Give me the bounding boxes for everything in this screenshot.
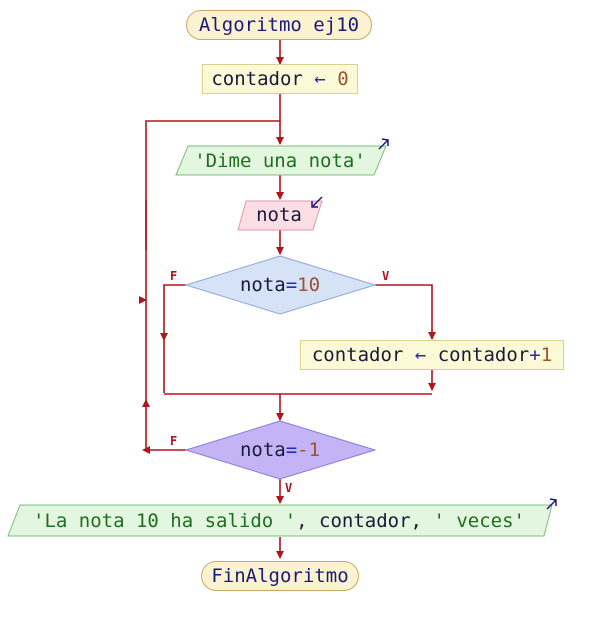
branch-true-label: V [382, 269, 389, 283]
branch-false-label: F [170, 269, 177, 283]
output-arrow-icon [378, 138, 389, 150]
assign-increment: contador ← contador+1 [300, 340, 564, 370]
inc-var: contador [311, 344, 404, 366]
inc-expr-op: + [529, 344, 541, 366]
decision1-text: nota=10 [240, 274, 320, 296]
output-prompt-text: 'Dime una nota' [194, 150, 366, 172]
init-val: 0 [337, 68, 349, 90]
input-arrow-icon [311, 196, 323, 208]
init-arrow: ← [314, 68, 326, 90]
init-var: contador [211, 68, 303, 90]
decision-nota-minus1 [184, 420, 377, 480]
inc-arrow: ← [414, 344, 427, 366]
start-terminal: Algoritmo ej10 [186, 10, 372, 40]
loop-false-label: F [170, 434, 177, 448]
output-arrow-icon [546, 498, 557, 510]
inc-expr-var: contador [437, 344, 530, 366]
decision2-text: nota=-1 [240, 439, 320, 461]
assign-init: contador ← 0 [202, 64, 358, 94]
output-result-text: 'La nota 10 ha salido ', contador, ' vec… [33, 510, 525, 532]
start-label: Algoritmo ej10 [198, 14, 360, 36]
end-label: FinAlgoritmo [211, 565, 349, 587]
output-block-result [7, 504, 553, 537]
loop-arrowhead [142, 446, 150, 454]
exit-true-label: V [285, 481, 292, 495]
inc-expr-val: 1 [540, 344, 553, 366]
end-terminal: FinAlgoritmo [201, 561, 359, 591]
input-read-var: nota [256, 204, 302, 226]
decision-nota-10 [184, 255, 377, 315]
connector-lines [145, 40, 436, 559]
output-block-prompt [175, 145, 387, 176]
input-block-read [237, 200, 323, 231]
